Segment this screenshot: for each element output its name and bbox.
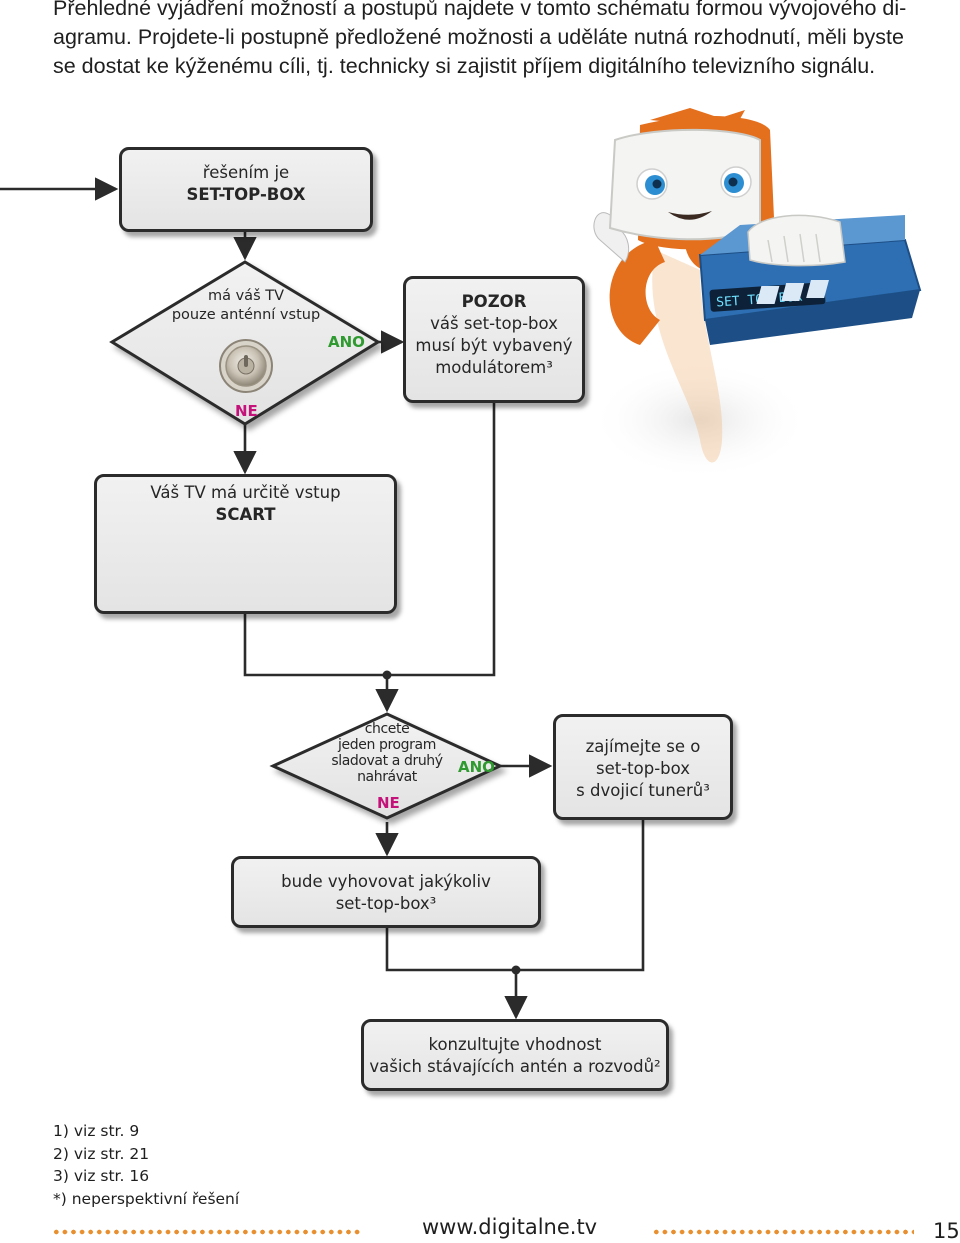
any-line-2: set-top-box³ [335, 894, 437, 913]
antenna-yes-label: ANO [328, 333, 365, 351]
antennas-consult-box: konzultujte vhodnost vašich stávajících … [361, 1019, 669, 1091]
pozor-line-1: váš set-top-box [430, 314, 558, 333]
antenna-decision-text: má váš TV pouze anténní vstup [150, 287, 342, 325]
merge-dot-1 [382, 670, 392, 680]
antenna-line-1: má váš TV [207, 288, 285, 304]
intro-line-3: se dostat ke kýženému cíli, tj. technick… [53, 54, 876, 78]
settopbox-solution-box: řešením je SET-TOP-BOX [119, 147, 373, 232]
antennas-line-1: konzultujte vhodnost [428, 1035, 602, 1054]
footer-website: www.digitalne.tv [422, 1215, 598, 1239]
connectors [0, 177, 645, 1020]
scart-box: Váš TV má určitě vstup SCART [94, 474, 397, 614]
record-decision-text: chcete jeden program sladovat a druhý na… [318, 721, 456, 785]
pozor-box: POZOR váš set-top-box musí být vybavený … [403, 276, 585, 403]
record-line-2: jeden program [338, 737, 436, 753]
dual-tuner-box: zajímejte se o set-top-box s dvojicí tun… [553, 714, 733, 820]
footer-dots-right [652, 1229, 914, 1235]
footnote-3: 3) viz str. 16 [53, 1167, 150, 1185]
record-line-3: sladovat a druhý [331, 753, 443, 769]
page-number: 15 [933, 1219, 960, 1243]
record-no-label: NE [377, 794, 400, 812]
footnote-1: 1) viz str. 9 [53, 1122, 140, 1140]
intro-line-1: Přehledné vyjádření možností a postupů n… [53, 0, 907, 20]
pozor-line-2: musí být vybavený [415, 336, 573, 355]
dual-line-1: zajímejte se o [585, 737, 701, 756]
antenna-no-label: NE [235, 402, 258, 420]
record-yes-label: ANO [458, 758, 495, 776]
antenna-line-2: pouze anténní vstup [171, 307, 321, 323]
record-line-4: nahrávat [357, 769, 417, 785]
intro-line-2: agramu. Projdete-li postupně předložené … [53, 25, 904, 49]
any-settopbox-box: bude vyhovovat jakýkoliv set-top-box³ [231, 856, 541, 928]
merge-dot-2 [511, 965, 521, 975]
line-dual-to-merge [516, 820, 645, 972]
footnotes: 1) viz str. 9 2) viz str. 21 3) viz str.… [53, 1120, 239, 1210]
mascot-illustration: SET TOP BOX [590, 108, 922, 480]
line-scart-to-merge [243, 614, 387, 677]
record-decision-diamond [269, 712, 504, 820]
scart-line-2: SCART [215, 505, 276, 524]
intro-paragraph: Přehledné vyjádření možností a postupů n… [53, 0, 923, 81]
line-pozor-to-merge [387, 403, 496, 677]
footnote-2: 2) viz str. 21 [53, 1144, 150, 1163]
pozor-line-3: modulátorem³ [435, 358, 553, 377]
pozor-title: POZOR [461, 292, 527, 311]
antennas-line-2: vašich stávajících antén a rozvodů² [369, 1057, 661, 1076]
footer-dots-left [52, 1229, 360, 1235]
settopbox-line-1: řešením je [202, 163, 290, 182]
footnote-4: *) neperspektivní řešení [53, 1189, 240, 1208]
settopbox-line-2: SET-TOP-BOX [186, 185, 306, 204]
coax-connector-icon [219, 339, 273, 393]
dual-line-2: set-top-box [596, 759, 690, 778]
record-line-1: chcete [364, 721, 410, 737]
line-any-to-merge [385, 928, 516, 972]
dual-line-3: s dvojicí tunerů³ [576, 781, 710, 800]
scart-line-1: Váš TV má určitě vstup [150, 483, 341, 502]
any-line-1: bude vyhovovat jakýkoliv [281, 872, 491, 891]
